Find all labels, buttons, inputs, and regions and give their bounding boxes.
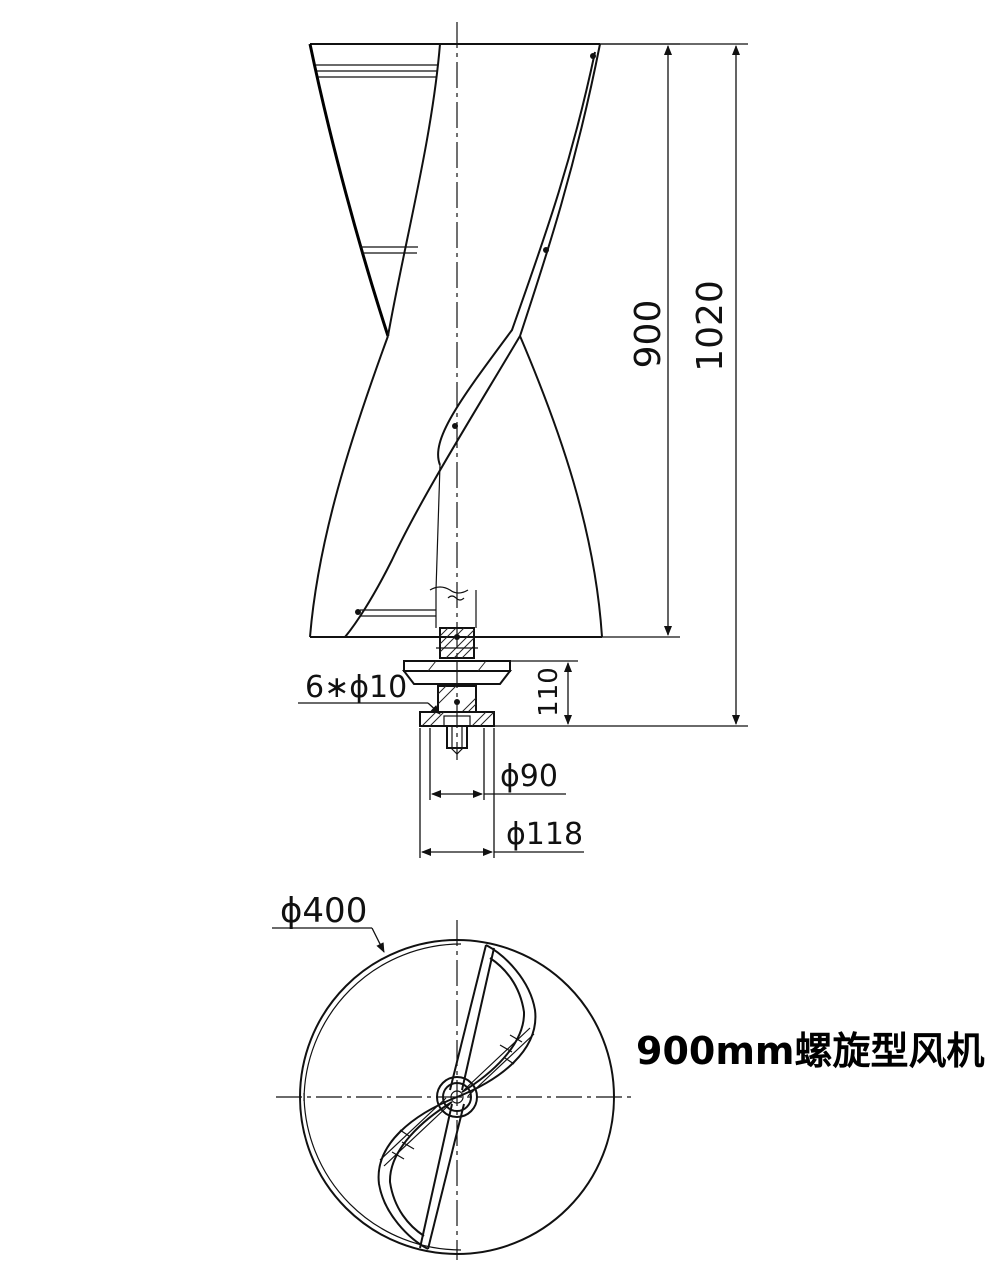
bolt-hole-label: 6∗ϕ10 [305, 670, 407, 705]
blade-profile-upper-inner [461, 957, 526, 1093]
spoke-arm-diagonal-lower [379, 1097, 451, 1167]
drawing-title: 900mm螺旋型风机 [636, 1029, 985, 1073]
strut-middle [360, 246, 418, 254]
bolt-hole-leader [298, 702, 441, 715]
strut-bottom [360, 609, 436, 617]
rivet-dot [452, 423, 458, 429]
hub-plate [401, 660, 513, 685]
shaft [429, 586, 477, 628]
top-view: ϕ400 [272, 891, 636, 1260]
blade-right-inner-edge [437, 51, 596, 466]
rotor-outer-circle [299, 939, 615, 1255]
spoke-arm-lower [419, 1103, 465, 1250]
blade-right-lower-edge [519, 335, 603, 638]
hub-outer-circle [436, 1076, 478, 1118]
rotor-outer-arc-inner [303, 943, 462, 1102]
blade-profile-lower-inner [388, 1101, 453, 1237]
blade-left-upper-inner [387, 43, 441, 337]
dimension-phi90-label: ϕ90 [500, 759, 558, 794]
dimension-110-label: 110 [534, 667, 564, 717]
spoke-arm-diagonal-upper [463, 1027, 535, 1097]
coupling [436, 627, 478, 659]
dimension-1020-label: 1020 [690, 280, 731, 372]
side-view: 900 1020 110 6∗ϕ10 ϕ90 [298, 22, 748, 858]
dimension-phi118 [419, 728, 584, 858]
blade-left-lower-edge [309, 335, 389, 638]
blade-inner-line [435, 464, 441, 591]
blade-profile-lower [377, 1096, 458, 1250]
dimension-1020 [494, 43, 748, 727]
rivet-dot [355, 609, 361, 615]
spoke-arm-upper [449, 944, 495, 1091]
diameter-400-leader [272, 927, 385, 953]
diameter-400-label: ϕ400 [280, 891, 367, 931]
strut-top [316, 64, 438, 78]
blade-right-sweep-edge [344, 43, 601, 638]
dimension-900-label: 900 [628, 300, 669, 369]
rivet-dot [543, 247, 549, 253]
hub-inner-circle [450, 1090, 464, 1104]
rivet-dot [590, 53, 596, 59]
dimension-phi90 [429, 728, 566, 800]
truss-ticks [391, 1034, 523, 1160]
rotor-outer-arc-inner-lower [303, 1092, 462, 1251]
dimension-110 [510, 660, 578, 725]
blade-left-upper-edge [308, 43, 390, 337]
dimension-phi118-label: ϕ118 [506, 817, 583, 852]
blade-profile-upper [456, 944, 537, 1098]
hub-middle-circle [442, 1082, 472, 1112]
